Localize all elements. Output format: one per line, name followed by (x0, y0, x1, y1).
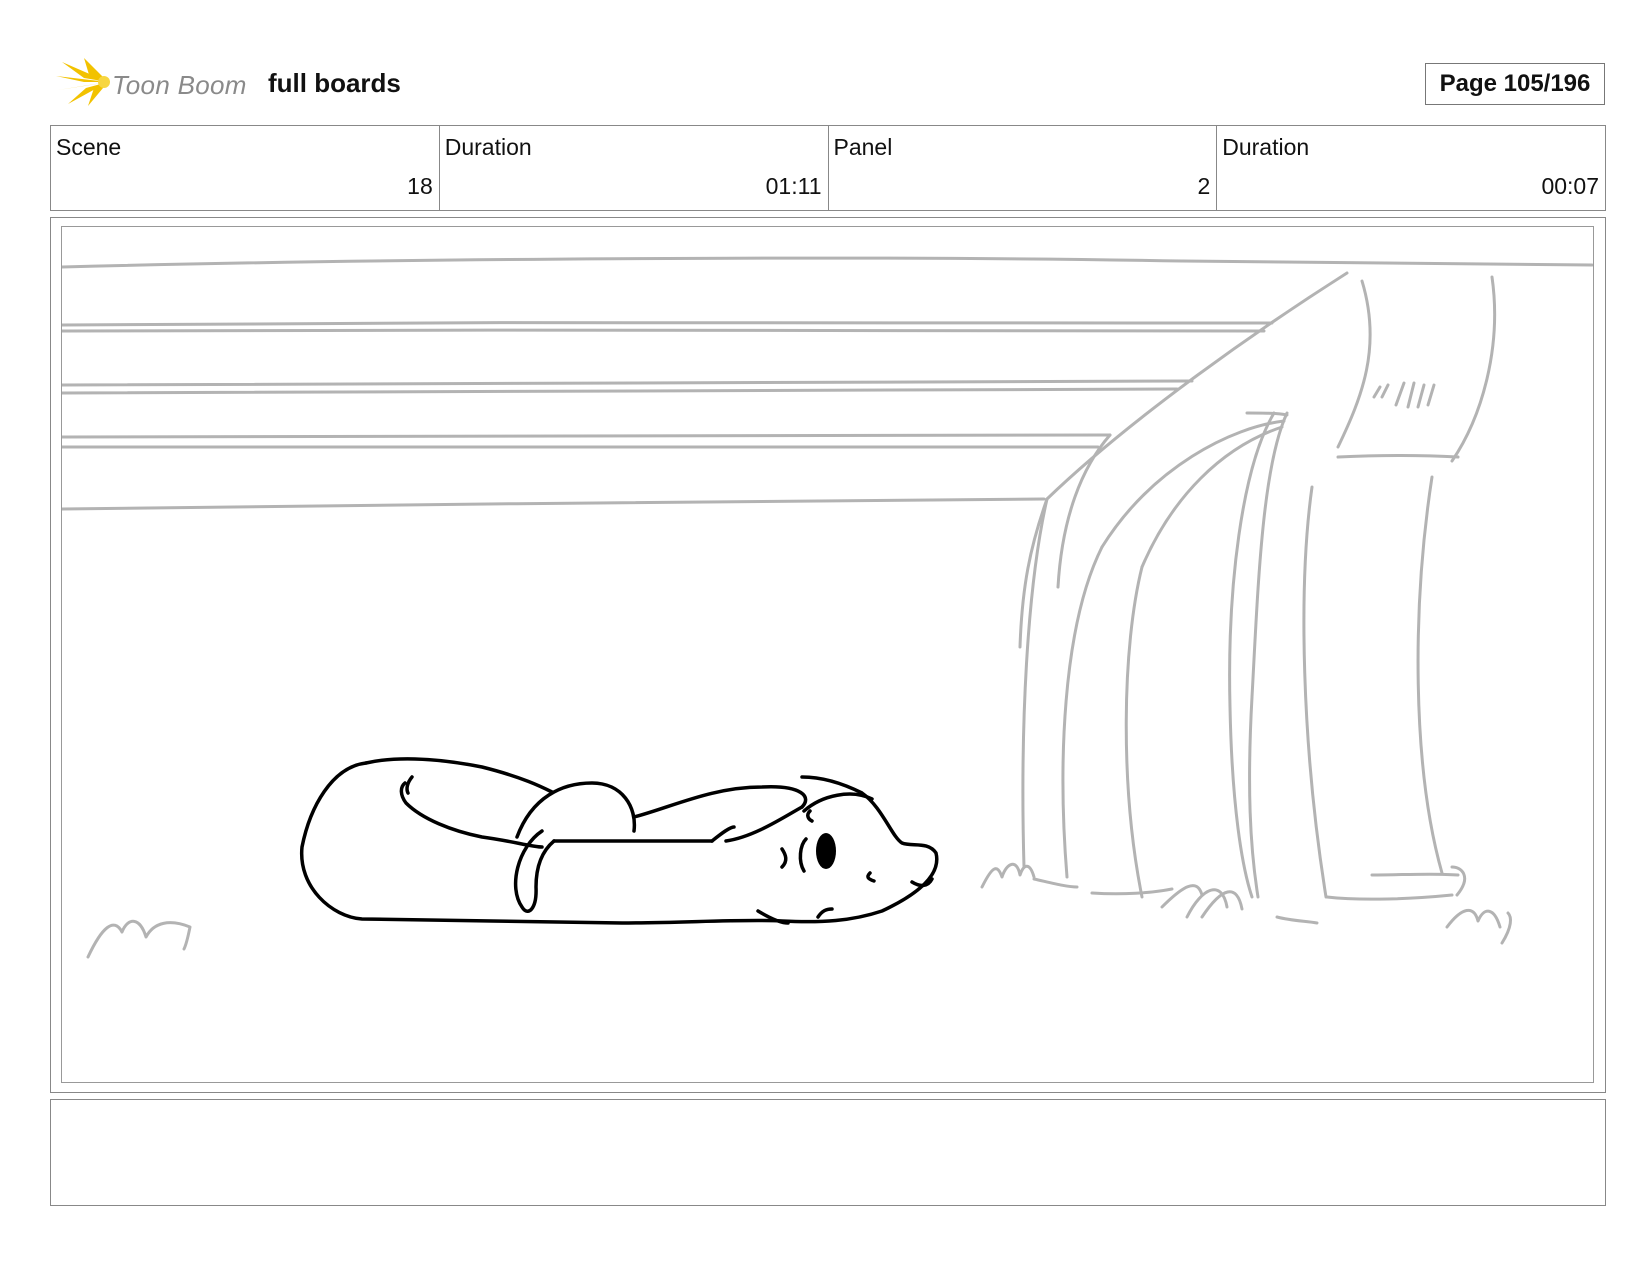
panel-value: 2 (1197, 173, 1211, 199)
starburst-icon (56, 58, 110, 106)
scene-value: 18 (407, 173, 433, 199)
scene-duration-cell: Duration 01:11 (440, 126, 829, 210)
panel-duration-cell: Duration 00:07 (1217, 126, 1605, 210)
dialogue-notes-box (50, 1099, 1606, 1206)
character-eye (816, 833, 836, 869)
panel-cell: Panel 2 (829, 126, 1218, 210)
panel-duration-label: Duration (1222, 134, 1310, 160)
scene-duration-value: 01:11 (765, 173, 822, 199)
page-indicator: Page 105/196 (1425, 63, 1605, 105)
panel-duration-value: 00:07 (1541, 173, 1599, 199)
scene-label: Scene (56, 134, 122, 160)
background-sketch (62, 256, 1593, 959)
project-title: full boards (268, 68, 401, 98)
panel-label: Panel (833, 134, 893, 160)
panel-frame (61, 226, 1594, 1083)
header: Toon Boom full boards Page 105/196 (50, 50, 1605, 110)
logo-text: Toon Boom (112, 70, 247, 100)
scene-cell: Scene 18 (51, 126, 440, 210)
scene-duration-label: Duration (444, 134, 532, 160)
panel-info-table: Scene 18 Duration 01:11 Panel 2 Duration… (50, 125, 1606, 211)
storyboard-panel (50, 217, 1606, 1093)
toon-boom-logo: Toon Boom (54, 58, 254, 108)
panel-sketch (62, 256, 1593, 959)
character-sketch (300, 757, 939, 925)
